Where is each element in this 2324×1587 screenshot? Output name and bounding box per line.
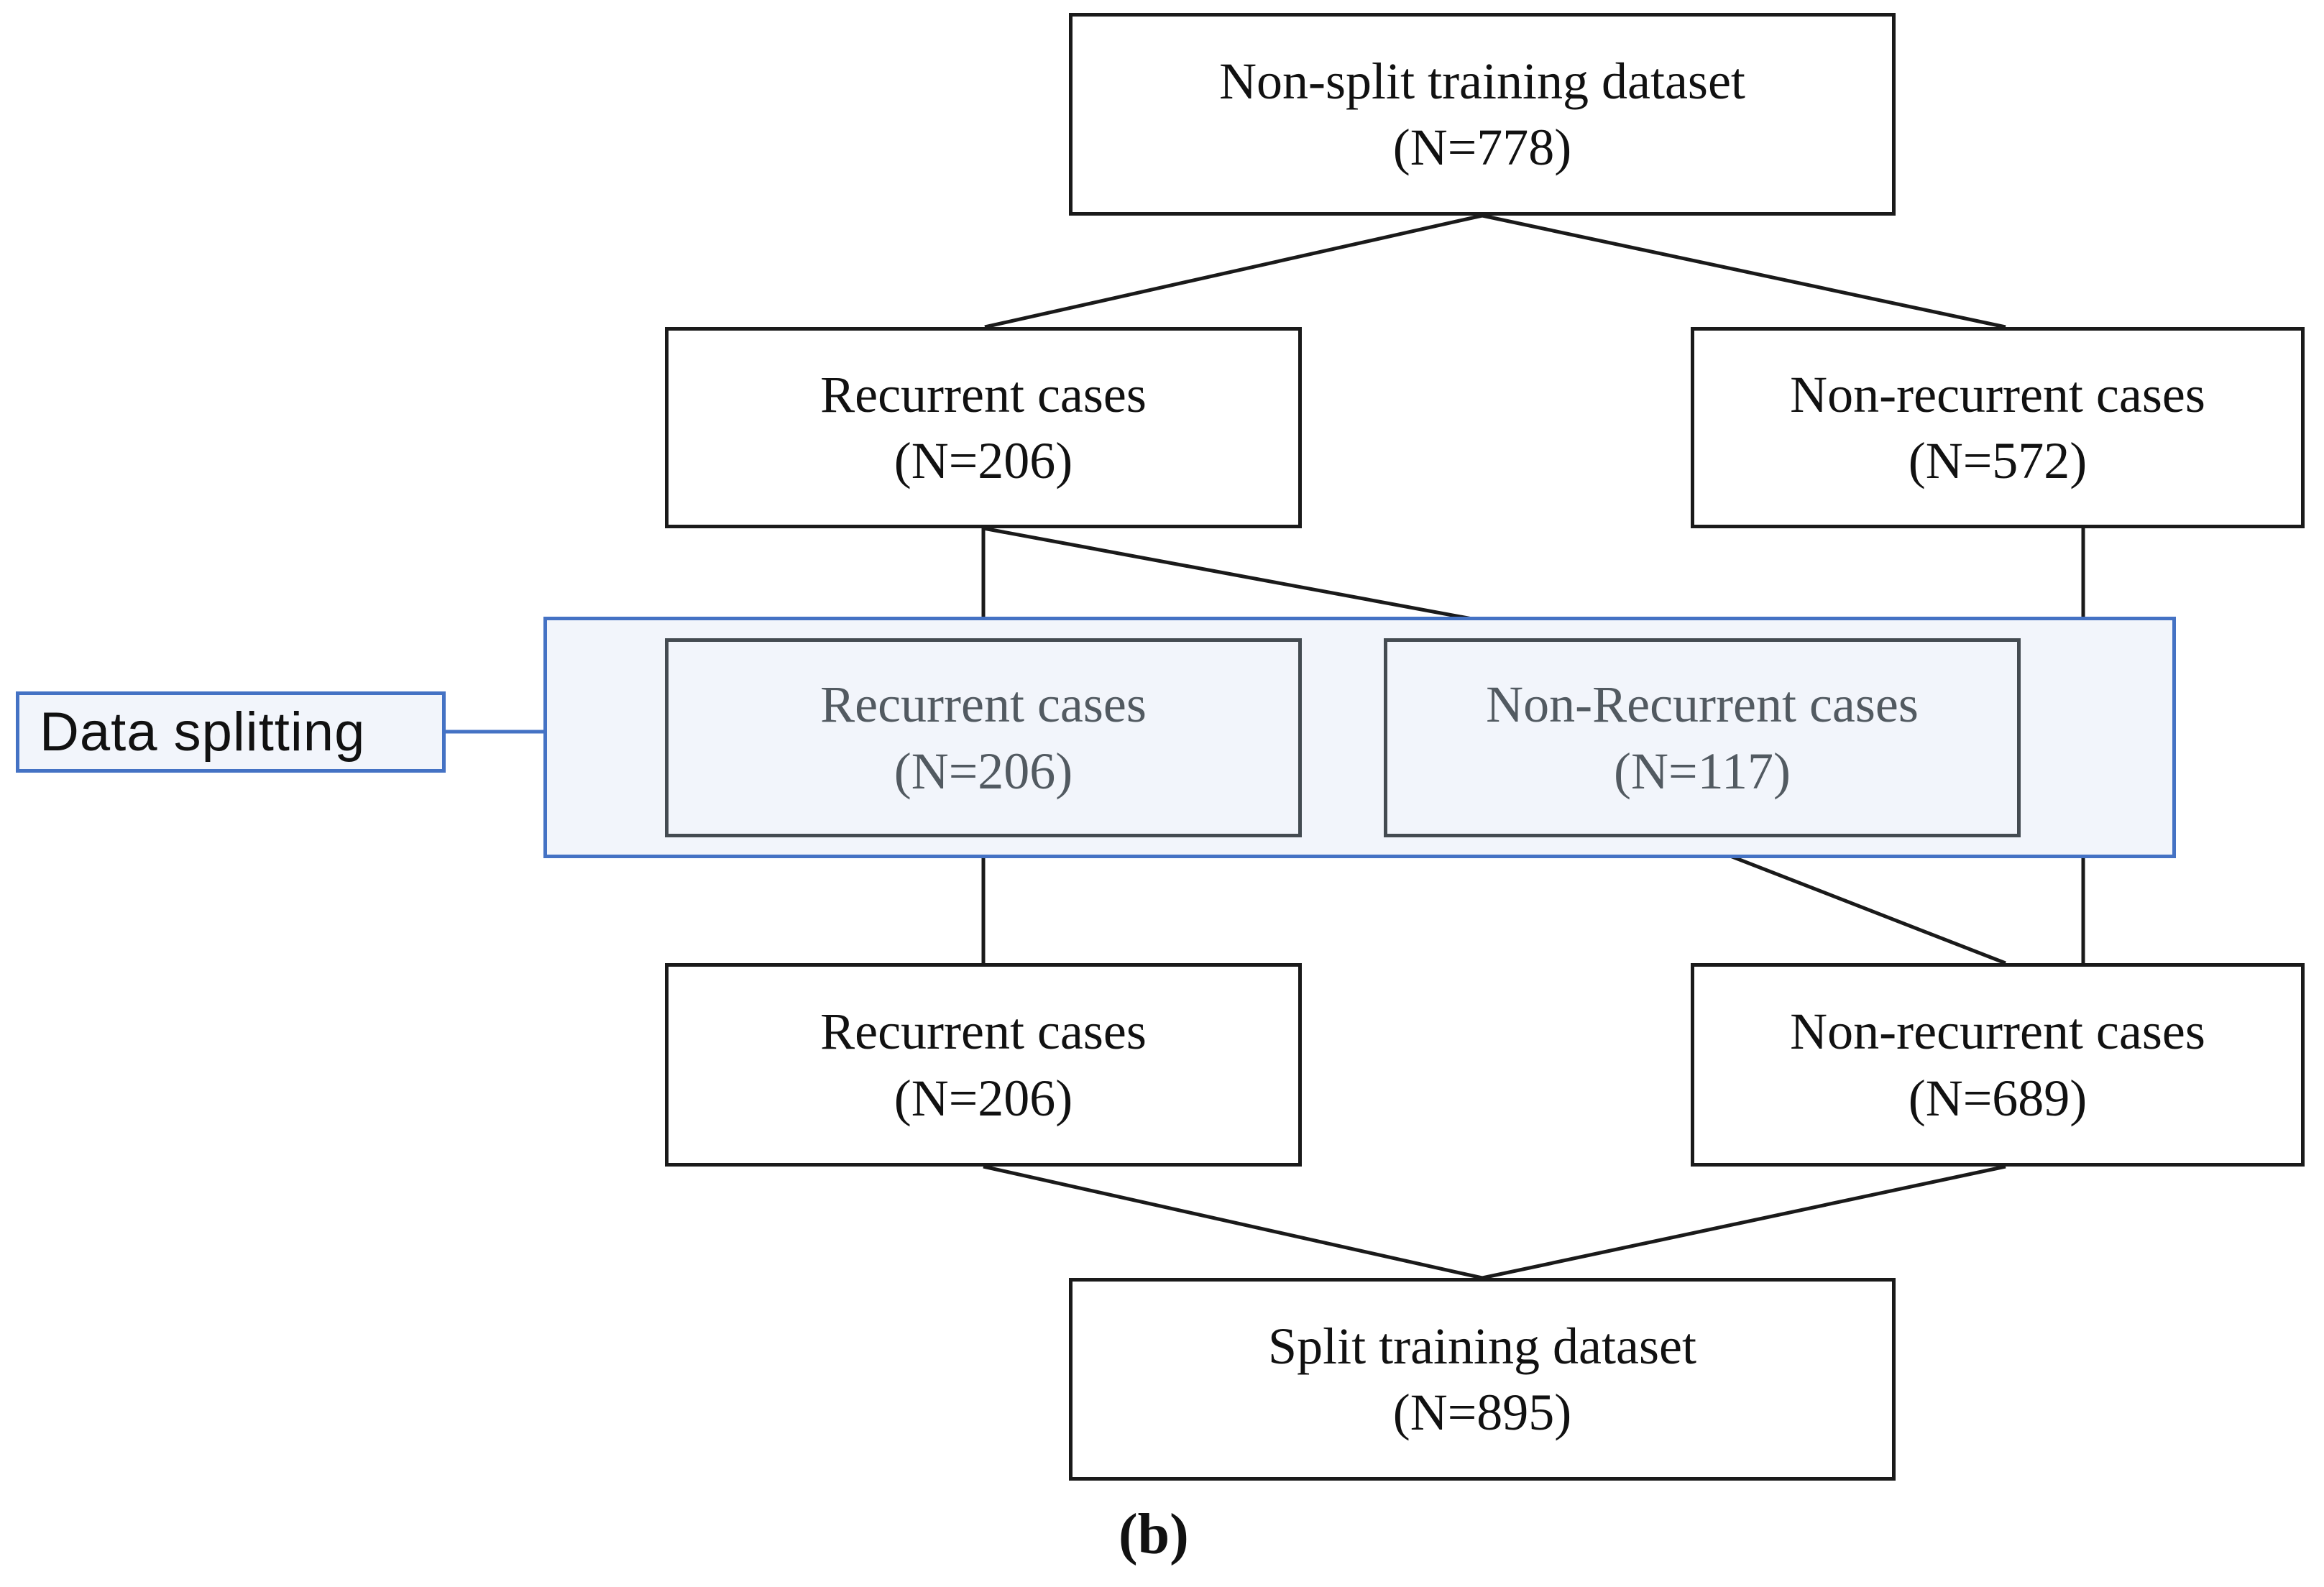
- node-recurrent-before: Recurrent cases (N=206): [665, 327, 1302, 528]
- node-result-dataset-line1: Split training dataset: [1268, 1317, 1696, 1375]
- node-recurrent-split-line1: Recurrent cases: [820, 676, 1147, 734]
- node-recurrent-after: Recurrent cases (N=206): [665, 963, 1302, 1167]
- edge-recurrent-after-to-result: [983, 1164, 1483, 1280]
- edge-nonrecurrent-after-to-result: [1482, 1164, 2006, 1280]
- node-recurrent-before-line1: Recurrent cases: [820, 365, 1147, 423]
- node-non-recurrent-after-line2: (N=689): [1908, 1069, 2088, 1127]
- node-non-recurrent-split: Non-Recurrent cases (N=117): [1384, 638, 2021, 837]
- node-recurrent-before-line2: (N=206): [894, 432, 1073, 489]
- node-non-recurrent-before: Non-recurrent cases (N=572): [1691, 327, 2305, 528]
- node-non-recurrent-before-line1: Non-recurrent cases: [1790, 365, 2205, 423]
- node-recurrent-split: Recurrent cases (N=206): [665, 638, 1302, 837]
- node-non-recurrent-after-line1: Non-recurrent cases: [1790, 1003, 2205, 1061]
- figure-caption: (b): [1119, 1503, 1189, 1566]
- node-source-dataset-line2: (N=778): [1392, 119, 1572, 176]
- data-splitting-label: Data splitting: [40, 702, 366, 763]
- node-non-recurrent-split-line2: (N=117): [1614, 742, 1791, 800]
- node-result-dataset-line2: (N=895): [1392, 1384, 1572, 1441]
- node-result-dataset: Split training dataset (N=895): [1069, 1278, 1896, 1481]
- node-non-recurrent-before-line2: (N=572): [1908, 432, 2088, 489]
- edge-source-to-nonrecurrent: [1482, 213, 2006, 329]
- edge-source-to-recurrent: [984, 213, 1483, 329]
- node-source-dataset-line1: Non-split training dataset: [1219, 52, 1745, 110]
- edge-split-nonrecurrent-to-after: [1700, 842, 2006, 965]
- data-splitting-tag: Data splitting: [16, 691, 446, 773]
- node-source-dataset: Non-split training dataset (N=778): [1069, 13, 1896, 216]
- node-recurrent-split-line2: (N=206): [894, 742, 1073, 800]
- node-non-recurrent-after: Non-recurrent cases (N=689): [1691, 963, 2305, 1167]
- node-recurrent-after-line1: Recurrent cases: [820, 1003, 1147, 1061]
- node-non-recurrent-split-line1: Non-Recurrent cases: [1486, 676, 1919, 734]
- node-recurrent-after-line2: (N=206): [894, 1069, 1073, 1127]
